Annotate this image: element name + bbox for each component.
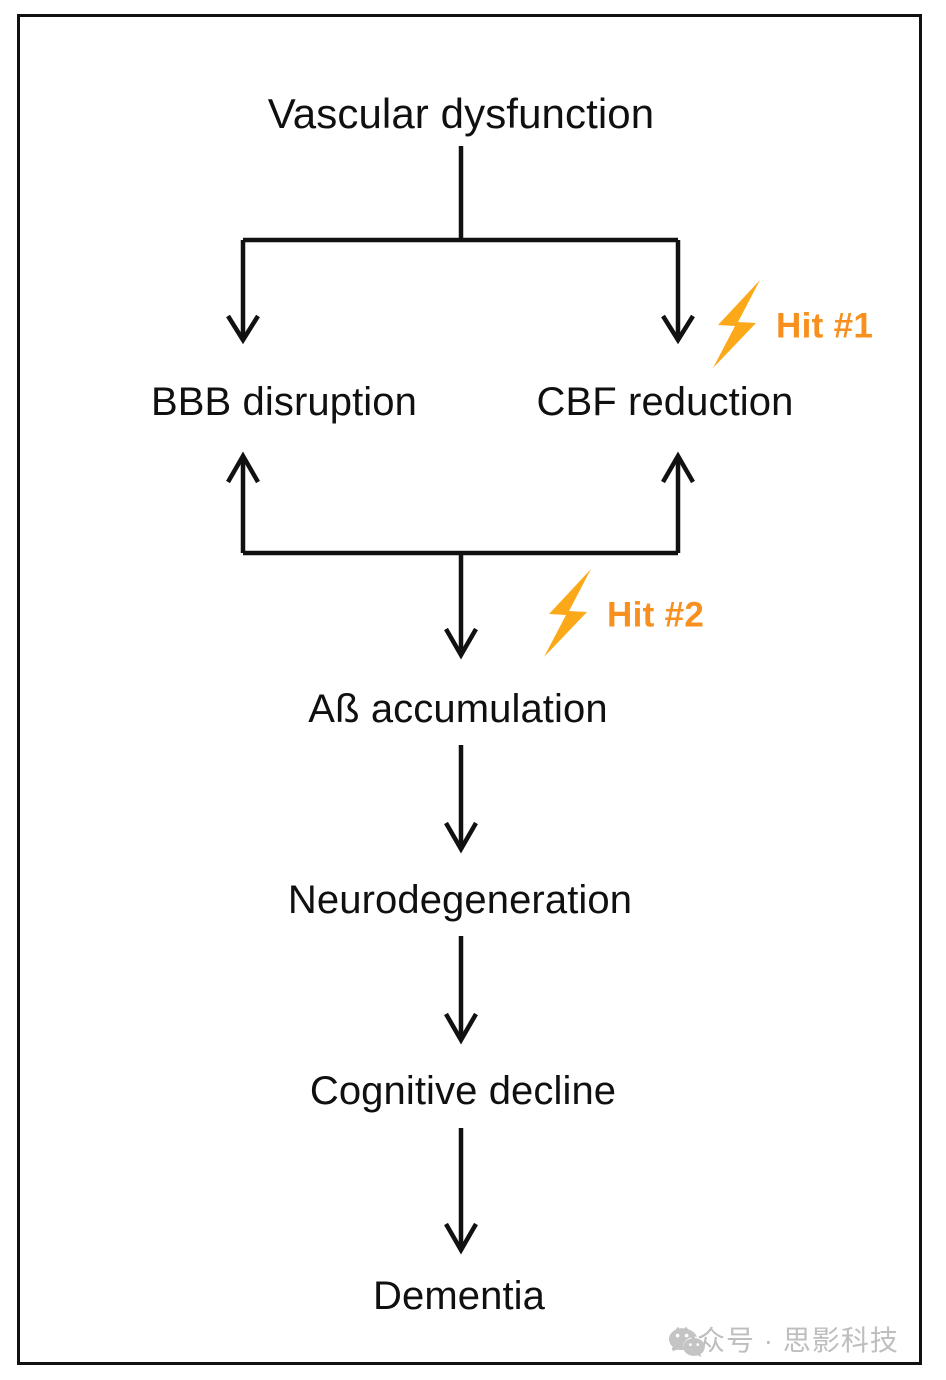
annotation-hit-1: Hit #1 — [776, 306, 874, 346]
node-neurodegeneration: Neurodegeneration — [287, 878, 633, 922]
arrowhead-to-cbf — [661, 314, 695, 345]
node-cbf-reduction: CBF reduction — [536, 380, 794, 424]
wechat-icon — [669, 1328, 705, 1358]
arrowhead-to-bbb — [226, 314, 260, 345]
arrowhead-to-neuro — [444, 821, 478, 854]
lightning-bolt-icon-1 — [713, 280, 760, 368]
watermark-text: 公众号 · 思影科技 — [668, 1325, 899, 1356]
arrowhead-to-cognitive — [444, 1012, 478, 1045]
watermark: 公众号 · 思影科技 — [668, 1325, 899, 1358]
node-cognitive-decline: Cognitive decline — [309, 1069, 617, 1113]
node-vascular-dysfunction: Vascular dysfunction — [267, 90, 655, 137]
arrowhead-to-dementia — [444, 1222, 478, 1255]
arrowhead-up-to-cbf — [661, 451, 695, 484]
annotation-hit-2: Hit #2 — [607, 595, 705, 635]
node-dementia: Dementia — [373, 1274, 545, 1318]
arrowhead-up-to-bbb — [226, 451, 260, 484]
arrowhead-to-abeta — [444, 627, 478, 660]
lightning-bolt-icon-2 — [544, 569, 591, 657]
node-abeta-accumulation: Aß accumulation — [308, 687, 608, 731]
node-bbb-disruption: BBB disruption — [151, 380, 417, 424]
